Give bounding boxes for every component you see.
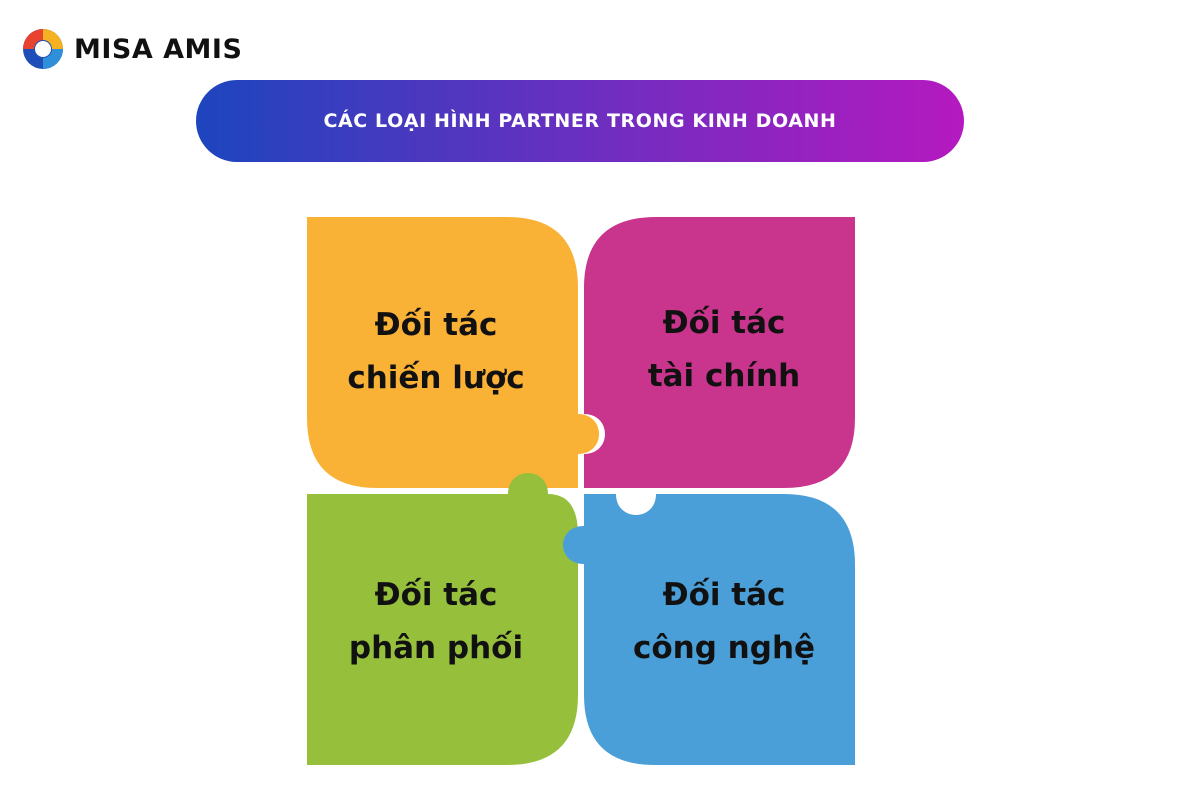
misa-logo-icon — [23, 29, 63, 69]
title-banner: CÁC LOẠI HÌNH PARTNER TRONG KINH DOANH — [196, 80, 964, 162]
page-title: CÁC LOẠI HÌNH PARTNER TRONG KINH DOANH — [323, 110, 837, 132]
brand-logo: MISA AMIS — [22, 27, 242, 71]
piece-label-technology: Đối tác công nghệ — [632, 577, 816, 666]
piece-label-strategic: Đối tác chiến lược — [347, 307, 525, 396]
puzzle-piece-financial — [584, 217, 855, 488]
piece-label-distribution: Đối tác phân phối — [348, 577, 524, 666]
piece-label-financial: Đối tác tài chính — [647, 305, 801, 394]
brand-name: MISA AMIS — [74, 33, 243, 65]
puzzle-piece-distribution — [307, 473, 578, 765]
puzzle-piece-strategic — [307, 217, 599, 488]
puzzle-piece-technology — [563, 494, 855, 765]
